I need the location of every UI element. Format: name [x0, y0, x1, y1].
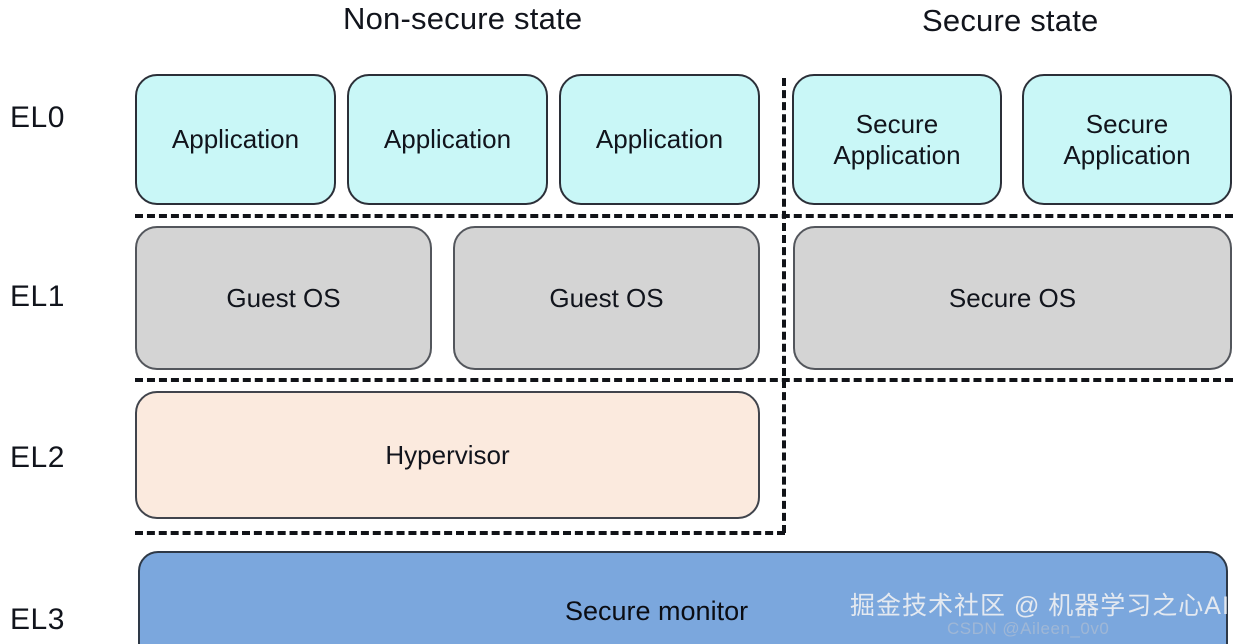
secure-os-box: Secure OS: [793, 226, 1232, 370]
application-box: Application: [559, 74, 760, 205]
exception-level-label-el0: EL0: [10, 101, 65, 134]
guest-os-box: Guest OS: [453, 226, 760, 370]
secure-state-title: Secure state: [922, 3, 1099, 38]
exception-level-label-el1: EL1: [10, 280, 65, 313]
secure-monitor-label: Secure monitor: [565, 595, 749, 626]
separator-el0-el1: [135, 214, 1233, 218]
secure-monitor-box: Secure monitor: [138, 551, 1228, 644]
watermark-secondary: CSDN @Aileen_0v0: [947, 619, 1110, 638]
application-box: Application: [347, 74, 548, 205]
guest-os-box: Guest OS: [135, 226, 432, 370]
watermark-primary: 掘金技术社区 @ 机器学习之心AI: [850, 592, 1230, 620]
separator-el1-el2: [135, 378, 1233, 382]
separator-secure-nonsecure: [782, 78, 786, 533]
hypervisor-box: Hypervisor: [135, 391, 760, 519]
exception-level-label-el3: EL3: [10, 603, 65, 636]
separator-el2-el3: [135, 531, 785, 535]
nonsecure-state-title: Non-secure state: [343, 1, 583, 36]
application-box: Application: [135, 74, 336, 205]
exception-level-label-el2: EL2: [10, 441, 65, 474]
